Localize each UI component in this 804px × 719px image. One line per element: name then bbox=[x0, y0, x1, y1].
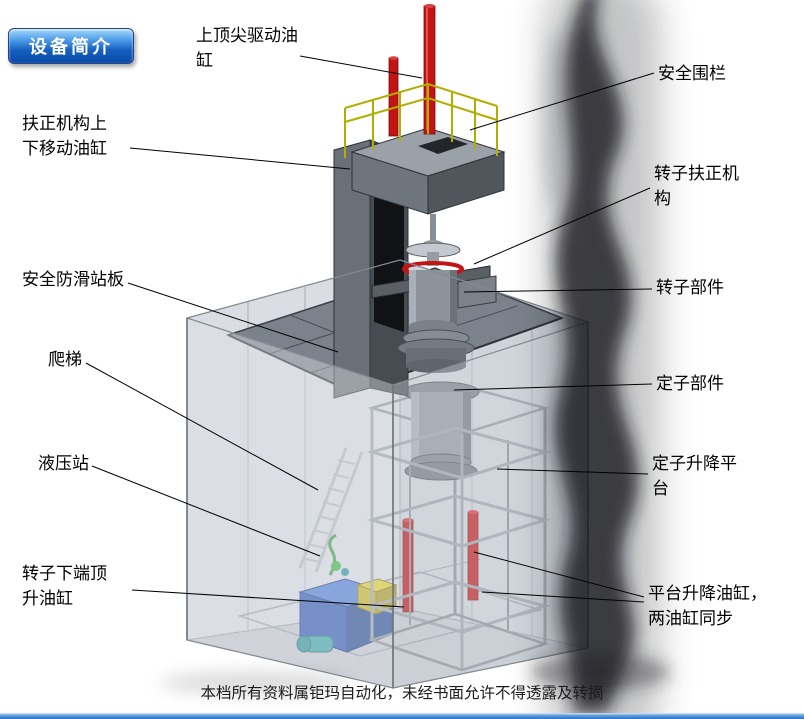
leader-lines bbox=[85, 55, 655, 608]
callout-centering-cylinder: 扶正机构上 下移动油缸 bbox=[22, 114, 107, 158]
callout-safety-fence: 安全围栏 bbox=[658, 64, 726, 83]
callout-tip-cylinder: 上顶尖驱动油 缸 bbox=[196, 26, 298, 70]
enclosure-front-walls bbox=[186, 259, 589, 689]
callout-hydraulic-station: 液压站 bbox=[38, 454, 89, 473]
guide-cylinder bbox=[388, 56, 399, 137]
stator-assembly bbox=[402, 381, 480, 481]
leader-rotor-centering bbox=[473, 187, 651, 265]
callout-rotor-jack: 转子下端顶 升油缸 bbox=[22, 564, 107, 608]
leader-ladder bbox=[85, 362, 319, 491]
leader-safety-fence bbox=[469, 72, 655, 131]
leader-platform-cyl-a bbox=[473, 551, 645, 598]
bottom-accent-bar bbox=[0, 713, 804, 719]
callout-antislip-plate: 安全防滑站板 bbox=[22, 270, 124, 289]
footer-copyright: 本档所有资料属钜玛自动化，未经书面允许不得透露及转摘 bbox=[200, 685, 604, 702]
press-column bbox=[333, 139, 409, 399]
leader-antislip-plate bbox=[127, 282, 339, 353]
head-box bbox=[350, 127, 506, 215]
callout-ladder: 爬梯 bbox=[48, 350, 82, 369]
leader-stator-platform bbox=[496, 468, 649, 475]
leader-stator-part bbox=[453, 383, 653, 391]
safety-fence bbox=[344, 82, 498, 158]
platform-lift-cylinder-right bbox=[467, 510, 479, 601]
leader-platform-cyl-b bbox=[481, 591, 645, 603]
callout-stator-part: 定子部件 bbox=[656, 374, 724, 393]
top-drive-cylinder bbox=[423, 4, 436, 135]
shadow-smudge bbox=[160, 0, 670, 719]
callout-stator-platform: 定子升降平 台 bbox=[652, 454, 737, 498]
lift-frame-front bbox=[366, 408, 551, 672]
callout-rotor-part: 转子部件 bbox=[656, 278, 724, 297]
ladder bbox=[298, 447, 364, 573]
callout-rotor-centering: 转子扶正机 构 bbox=[654, 164, 739, 208]
callout-platform-cylinders: 平台升降油缸， 两油缸同步 bbox=[648, 584, 767, 628]
leader-tip-cylinder bbox=[299, 55, 423, 79]
rotor-assembly bbox=[371, 214, 497, 373]
leader-hydraulic-station bbox=[91, 465, 321, 557]
leader-centering-cylinder bbox=[129, 147, 351, 170]
leader-rotor-part bbox=[463, 288, 653, 293]
title-badge: 设备简介 bbox=[8, 28, 134, 64]
leader-rotor-jack bbox=[131, 589, 405, 608]
